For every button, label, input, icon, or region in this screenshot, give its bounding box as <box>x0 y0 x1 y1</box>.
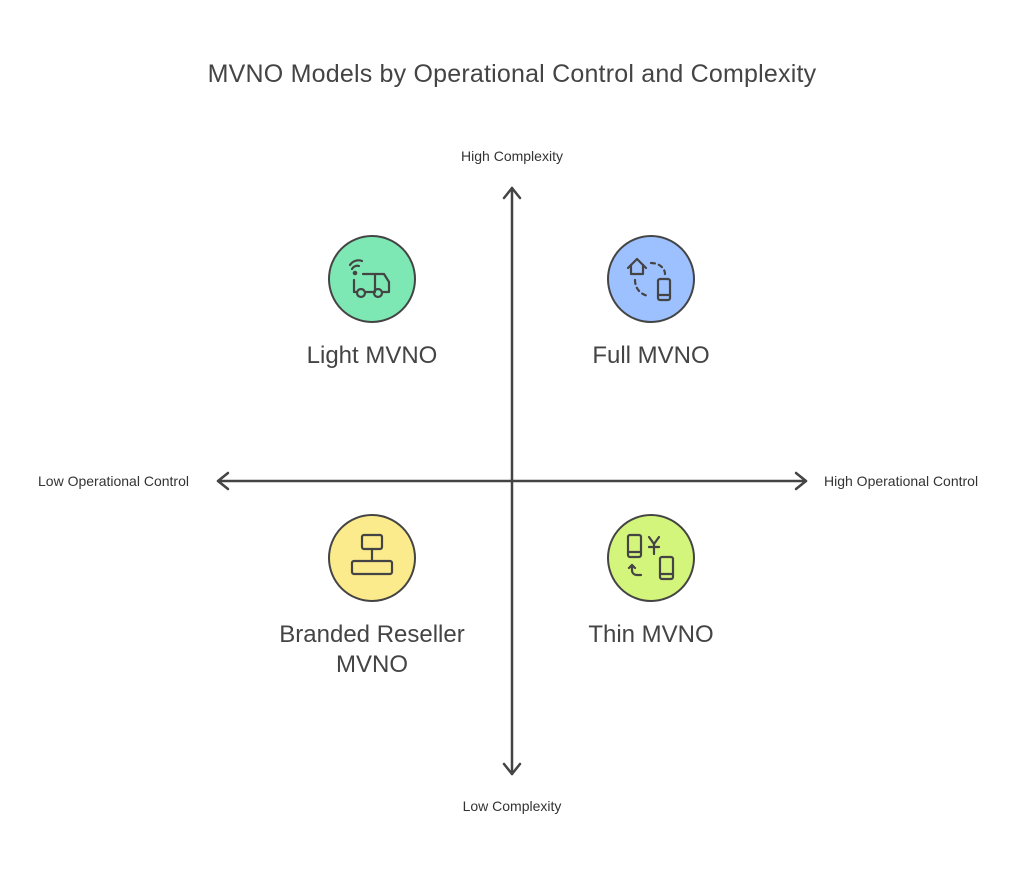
right-arrow-head <box>794 471 808 491</box>
full-mvno-icon-circle <box>607 235 695 323</box>
quadrant-label-light-mvno: Light MVNO <box>306 342 438 369</box>
axis-label-low-operational-control: Low Operational Control <box>38 473 189 489</box>
down-arrow-head <box>502 762 522 776</box>
left-arrow-head <box>216 471 230 491</box>
branded-reseller-icon-circle <box>328 514 416 602</box>
phones-yen-icon <box>626 533 675 581</box>
quadrant-branded-reseller-mvno: Branded Reseller MVNO <box>252 514 492 680</box>
truck-wifi-icon <box>348 259 391 299</box>
axis-label-low-complexity: Low Complexity <box>462 798 562 814</box>
axis-label-high-operational-control: High Operational Control <box>824 473 979 489</box>
quadrant-thin-mvno: Thin MVNO <box>531 514 771 650</box>
flowchart-icon <box>350 533 394 576</box>
axis-label-high-complexity: High Complexity <box>461 148 563 164</box>
quadrant-light-mvno: Light MVNO <box>252 235 492 371</box>
quadrant-label-thin-mvno: Thin MVNO <box>588 621 714 648</box>
light-mvno-icon-circle <box>328 235 416 323</box>
quadrant-label-full-mvno: Full MVNO <box>592 342 710 369</box>
quadrant-label-branded-reseller-mvno: Branded Reseller MVNO <box>279 621 465 678</box>
up-arrow-head <box>502 186 522 200</box>
diagram-title: MVNO Models by Operational Control and C… <box>207 60 817 88</box>
thin-mvno-icon-circle <box>607 514 695 602</box>
home-phone-icon <box>626 257 672 302</box>
quadrant-full-mvno: Full MVNO <box>531 235 771 371</box>
